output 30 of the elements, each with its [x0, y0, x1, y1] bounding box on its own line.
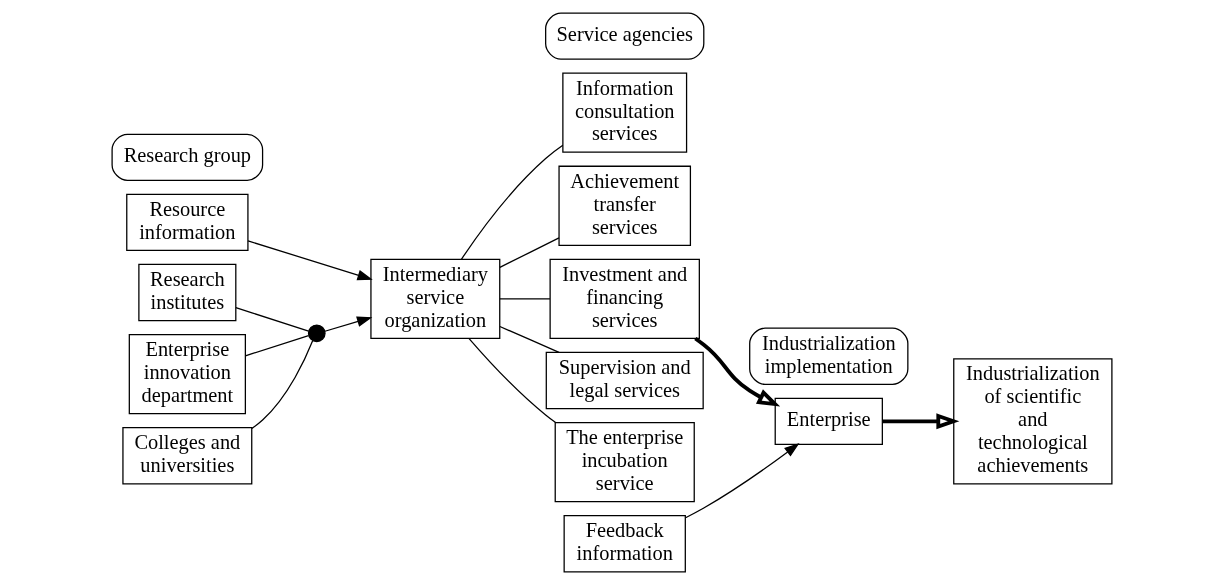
arrow: [324, 316, 373, 332]
node-box: Industrialization implementation: [749, 327, 909, 385]
node-box: Research institutes: [138, 263, 237, 322]
connector: [499, 237, 560, 268]
node-box: Enterprise: [774, 397, 883, 445]
connector: [251, 339, 314, 429]
node-box: Feedback information: [563, 515, 686, 573]
node-box: Industrialization of scientific and technological achievements: [953, 358, 1113, 485]
node-box: Intermediary service organization: [370, 258, 501, 340]
connector: [468, 337, 557, 424]
node-box: Investment and financing services: [549, 258, 700, 340]
arrow: [684, 443, 800, 519]
connector: [499, 298, 551, 300]
connector: [460, 144, 564, 260]
node-box: Service agencies: [545, 12, 705, 60]
connector: [499, 325, 560, 353]
arrow: [694, 336, 781, 407]
node-box: Supervision and legal services: [545, 351, 704, 410]
node-box: Resource information: [126, 193, 249, 252]
node-box: Colleges and universities: [122, 427, 253, 485]
node-box: Achievement transfer services: [558, 165, 692, 246]
connector: [244, 334, 310, 357]
arrow: [882, 413, 960, 430]
connector: [235, 307, 310, 332]
node-box: The enterprise incubation service: [554, 421, 695, 503]
node-circle: [307, 324, 326, 343]
node-box: Research group: [111, 133, 264, 181]
node-box: Information consultation services: [562, 72, 688, 153]
node-box: Enterprise innovation department: [128, 333, 246, 415]
arrow: [247, 240, 373, 281]
